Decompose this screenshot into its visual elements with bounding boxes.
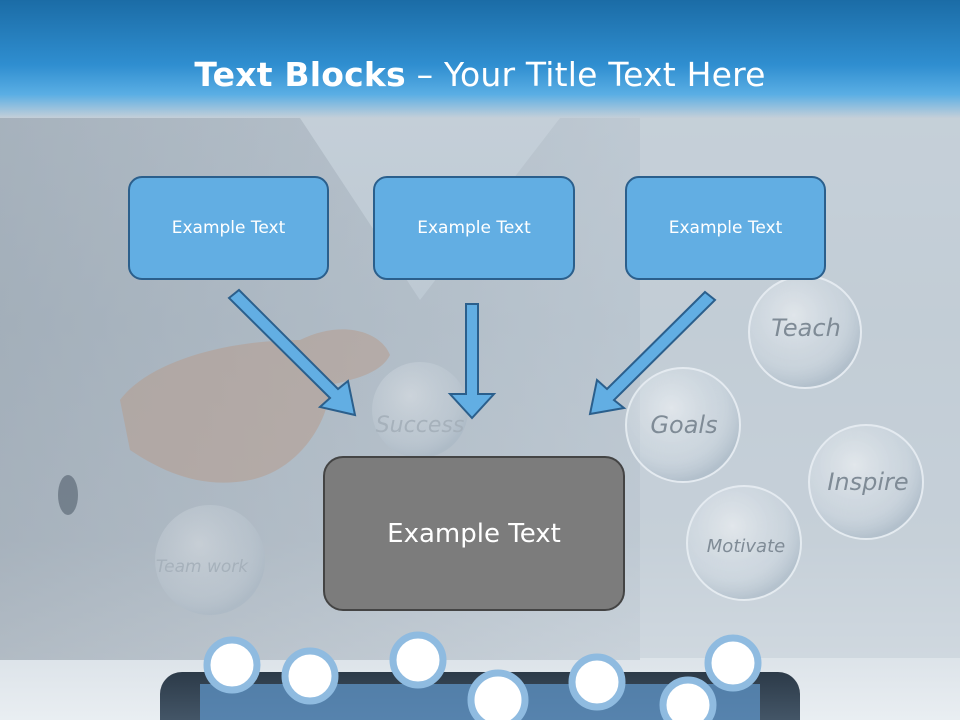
bubble-text-teamwork: Team work — [156, 557, 249, 577]
bubble-text-teach: Teach — [771, 314, 841, 342]
bubble-text-success: Success — [376, 413, 465, 438]
center-text-block: Example Text — [323, 456, 625, 611]
text-block-2: Example Text — [373, 176, 575, 280]
bubble-inspire — [808, 424, 924, 540]
hand-shape — [120, 329, 390, 483]
title-rest: – Your Title Text Here — [405, 55, 766, 94]
pin-icons — [203, 631, 762, 720]
bubble-teamwork — [155, 505, 265, 615]
bubble-text-inspire: Inspire — [827, 468, 908, 496]
bubble-success — [372, 362, 468, 458]
bubble-goals — [625, 367, 741, 483]
arrow-middle — [447, 303, 497, 420]
bubble-motivate — [686, 485, 802, 601]
text-block-3: Example Text — [625, 176, 826, 280]
header-bar — [0, 0, 960, 118]
arrow-left — [227, 288, 357, 417]
bubble-text-motivate: Motivate — [707, 536, 785, 557]
arrow-right — [588, 290, 717, 416]
page-title: Text Blocks – Your Title Text Here — [0, 52, 960, 98]
bubble-text-goals: Goals — [650, 411, 717, 439]
text-block-1: Example Text — [128, 176, 329, 280]
title-strong: Text Blocks — [194, 55, 406, 94]
